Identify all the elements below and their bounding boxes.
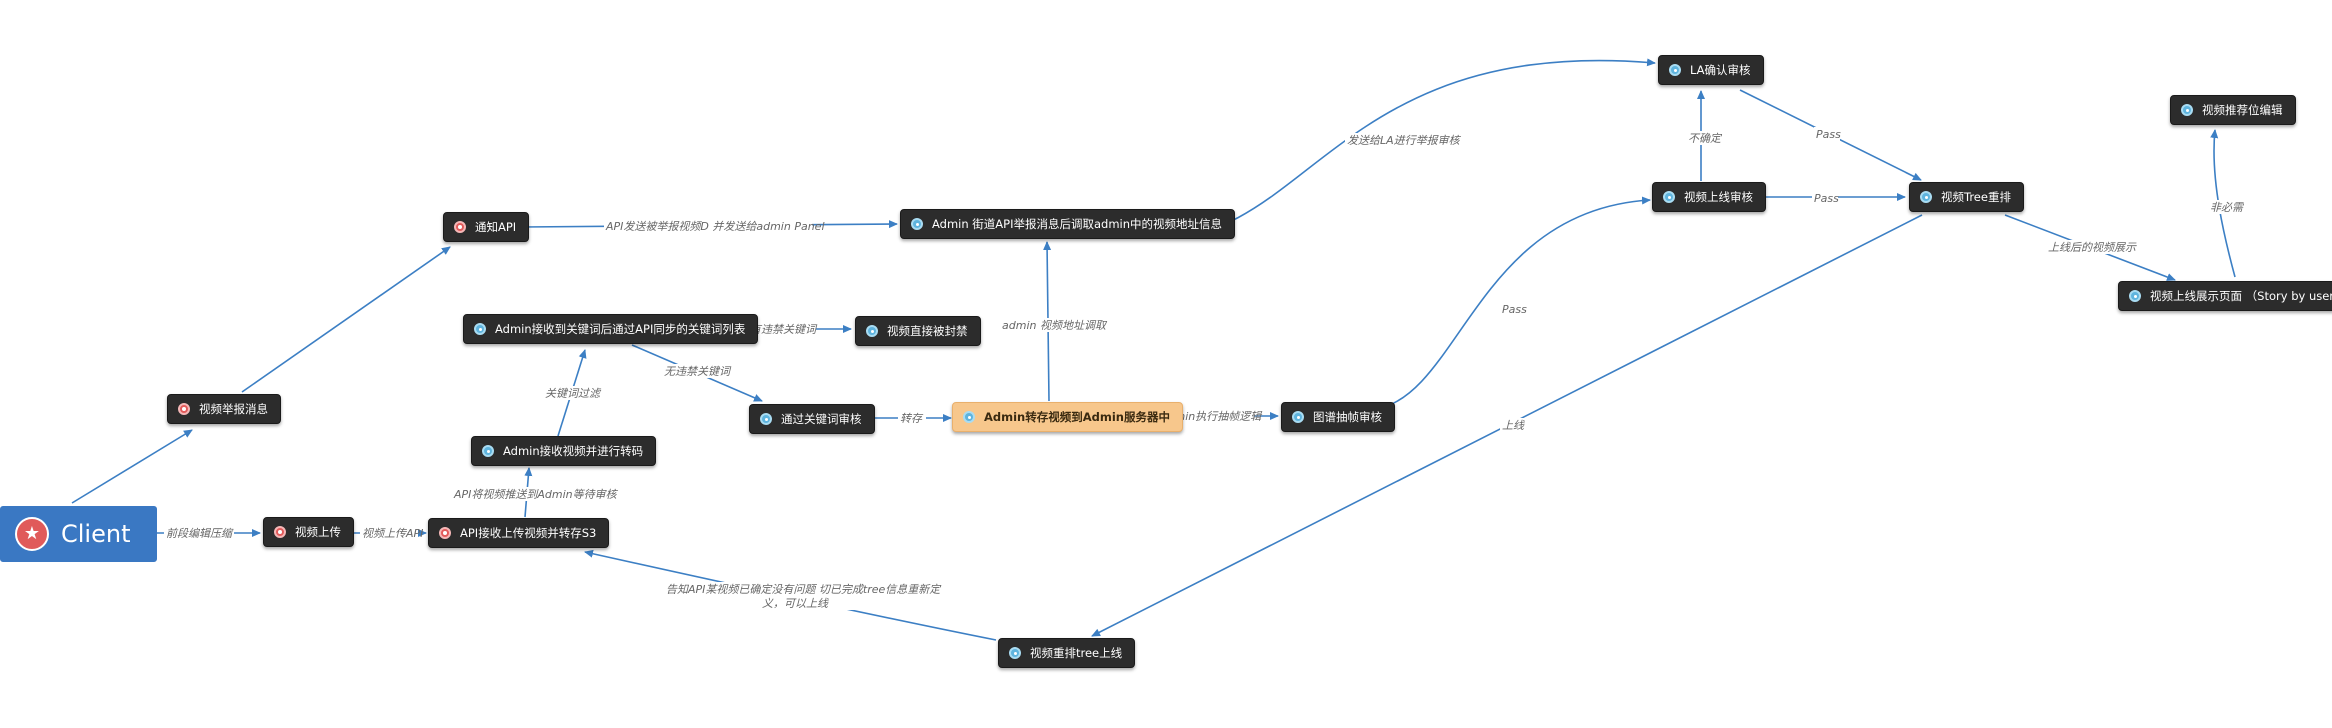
label-uncertain: 不确定 xyxy=(1688,132,1723,145)
label-transfer: 转存 xyxy=(900,412,924,425)
label-upload-api: 视频上传API xyxy=(362,527,423,540)
info-icon xyxy=(1920,191,1932,203)
label-api-send-panel: API发送被举报视频D 并发送给admin Panel xyxy=(605,220,825,233)
info-icon xyxy=(474,323,486,335)
node-admin-store[interactable]: Admin转存视频到Admin服务器中 xyxy=(952,402,1183,432)
node-online-page[interactable]: 视频上线展示页面 （Story by user） xyxy=(2118,281,2332,311)
label-api-push-admin: API将视频推送到Admin等待审核 xyxy=(453,488,619,501)
info-icon xyxy=(2129,290,2141,302)
node-online-page-label: 视频上线展示页面 （Story by user） xyxy=(2150,289,2332,303)
star-icon xyxy=(454,221,466,233)
info-icon xyxy=(1009,647,1021,659)
info-icon xyxy=(482,445,494,457)
node-transcode[interactable]: Admin接收视频并进行转码 xyxy=(471,436,657,466)
node-frame-review[interactable]: 图谱抽帧审核 xyxy=(1281,402,1395,432)
info-icon xyxy=(866,325,878,337)
node-online-review[interactable]: 视频上线审核 xyxy=(1652,182,1766,212)
node-admin-fetch[interactable]: Admin 街道API举报消息后调取admin中的视频地址信息 xyxy=(900,209,1236,239)
node-notify-api[interactable]: 通知API xyxy=(443,212,530,242)
info-icon xyxy=(963,411,975,423)
star-icon xyxy=(178,403,190,415)
star-icon xyxy=(274,526,286,538)
edge-frame-online xyxy=(1379,196,1651,409)
node-transcode-label: Admin接收视频并进行转码 xyxy=(503,444,644,458)
node-direct-ban-label: 视频直接被封禁 xyxy=(887,324,968,338)
node-tree-online-label: 视频重排tree上线 xyxy=(1030,646,1123,660)
node-upload[interactable]: 视频上传 xyxy=(263,517,354,547)
node-tree-rank[interactable]: 视频Tree重排 xyxy=(1909,182,2024,212)
label-admin-addr: admin 视频地址调取 xyxy=(1002,319,1108,332)
info-icon xyxy=(1669,64,1681,76)
node-tree-rank-label: 视频Tree重排 xyxy=(1941,190,2011,204)
node-report[interactable]: 视频举报消息 xyxy=(167,394,281,424)
node-direct-ban[interactable]: 视频直接被封禁 xyxy=(855,316,981,346)
node-frame-review-label: 图谱抽帧审核 xyxy=(1313,410,1382,424)
label-front-compress: 前段编辑压缩 xyxy=(166,527,234,540)
label-no-banned: 无违禁关键词 xyxy=(664,365,732,378)
label-pass-frame: Pass xyxy=(1502,303,1527,316)
node-la-review-label: LA确认审核 xyxy=(1690,63,1751,77)
node-report-label: 视频举报消息 xyxy=(199,402,268,416)
label-if-needed: 非必需 xyxy=(2210,201,2245,214)
label-pass-online: Pass xyxy=(1814,192,1839,205)
info-icon xyxy=(911,218,923,230)
node-tree-online[interactable]: 视频重排tree上线 xyxy=(998,638,1136,668)
label-send-la: 发送给LA进行举报审核 xyxy=(1347,134,1462,147)
label-inform-api-line2: 义，可以上线 xyxy=(762,597,829,610)
node-client[interactable]: ★ Client xyxy=(0,506,158,562)
info-icon xyxy=(1663,191,1675,203)
label-pass-la: Pass xyxy=(1816,128,1841,141)
label-keyword-filter: 关键词过滤 xyxy=(545,387,602,400)
node-api-receive-label: API接收上传视频并转存S3 xyxy=(460,526,597,540)
edge-labels: 前段编辑压缩 视频上传API API将视频推送到Admin等待审核 关键词过滤 … xyxy=(164,127,2245,610)
label-inform-api-line1: 告知API某视频已确定没有问题 切已完成tree信息重新定 xyxy=(666,583,942,596)
node-notify-api-label: 通知API xyxy=(475,220,517,234)
node-online-review-label: 视频上线审核 xyxy=(1684,190,1753,204)
label-after-online: 上线后的视频展示 xyxy=(2048,241,2137,254)
edge-client-report xyxy=(71,429,193,504)
node-upload-label: 视频上传 xyxy=(295,525,341,539)
node-la-review[interactable]: LA确认审核 xyxy=(1658,55,1764,85)
node-keyword-list[interactable]: Admin接收到关键词后通过API同步的关键词列表 xyxy=(463,314,759,344)
node-keyword-pass[interactable]: 通过关键词审核 xyxy=(749,404,875,434)
node-api-receive[interactable]: API接收上传视频并转存S3 xyxy=(428,518,610,548)
node-keyword-pass-label: 通过关键词审核 xyxy=(781,412,862,426)
node-recommend-edit[interactable]: 视频推荐位编辑 xyxy=(2170,95,2296,125)
star-icon xyxy=(439,527,451,539)
info-icon xyxy=(1292,411,1304,423)
info-icon xyxy=(760,413,772,425)
node-admin-store-label: Admin转存视频到Admin服务器中 xyxy=(984,410,1170,424)
node-recommend-edit-label: 视频推荐位编辑 xyxy=(2202,103,2283,117)
label-go-online: 上线 xyxy=(1502,419,1525,432)
label-admin-frame: Admin执行抽帧逻辑 xyxy=(1159,410,1263,423)
node-admin-fetch-label: Admin 街道API举报消息后调取admin中的视频地址信息 xyxy=(932,217,1223,231)
edge-report-notify xyxy=(241,246,451,393)
info-icon xyxy=(2181,104,2193,116)
label-has-banned: 有违禁关键词 xyxy=(750,323,818,336)
node-client-label: Client xyxy=(61,520,131,548)
node-keyword-list-label: Admin接收到关键词后通过API同步的关键词列表 xyxy=(495,322,746,336)
star-icon: ★ xyxy=(15,517,49,551)
